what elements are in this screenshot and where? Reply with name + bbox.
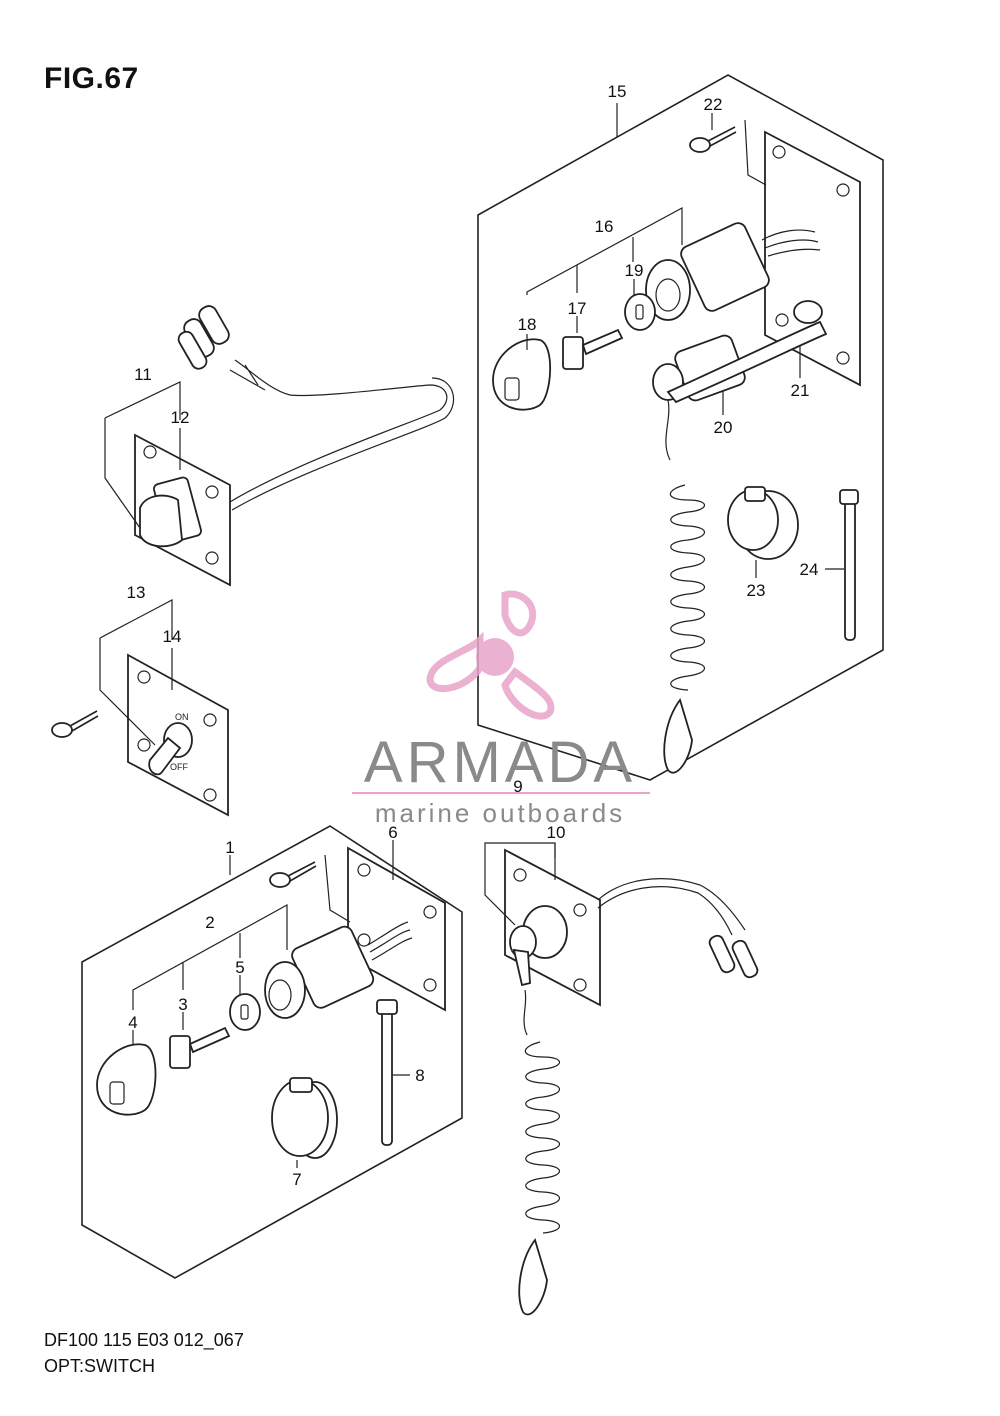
ignition-switch-icon (264, 921, 413, 1019)
callout-4: 4 (128, 1013, 137, 1032)
figure-title: FIG.67 (44, 62, 139, 95)
figure-caption: OPT:SWITCH (44, 1356, 155, 1376)
screw-icon (269, 861, 317, 888)
switch-cover-icon (96, 1043, 157, 1116)
callout-15: 15 (608, 82, 627, 101)
callout-1: 1 (225, 838, 234, 857)
callout-5: 5 (235, 958, 244, 977)
svg-text:ON: ON (175, 712, 189, 722)
callout-16: 16 (595, 217, 614, 236)
assembly-group-1 (81, 825, 463, 1279)
stop-switch-icon (652, 300, 828, 404)
callout-18: 18 (518, 315, 537, 334)
grommet-icon (727, 486, 799, 560)
callout-19: 19 (625, 261, 644, 280)
callout-20: 20 (714, 418, 733, 437)
callout-24: 24 (800, 560, 819, 579)
toggle-switch-icon: ON OFF (148, 712, 193, 776)
screw-icon (51, 710, 99, 738)
tie-strap-icon (839, 489, 859, 641)
nut-icon (229, 993, 261, 1031)
assembly-group-9 (484, 842, 759, 1316)
screw-icon (689, 126, 737, 153)
assembly-group-15 (477, 74, 884, 781)
callout-9: 9 (513, 777, 522, 796)
switch-cover-icon (492, 338, 552, 411)
key-icon (169, 1026, 231, 1069)
assembly-group-13: ON OFF (51, 599, 229, 817)
callout-2: 2 (205, 913, 214, 932)
watermark-tagline: marine outboards (375, 798, 625, 828)
callout-17: 17 (568, 299, 587, 318)
armada-logo (426, 590, 555, 720)
callout-7: 7 (292, 1170, 301, 1189)
callout-11: 11 (134, 365, 152, 384)
model-code: DF100 115 E03 012_067 (44, 1330, 244, 1350)
callout-10: 10 (547, 823, 566, 842)
callout-12: 12 (171, 408, 190, 427)
svg-text:OFF: OFF (170, 762, 188, 772)
callout-8: 8 (415, 1066, 424, 1085)
ignition-switch-icon (645, 222, 821, 321)
tie-strap-icon (376, 999, 398, 1146)
callout-6: 6 (388, 823, 397, 842)
assembly-group-11 (104, 305, 455, 587)
lanyard-coil-icon (663, 399, 706, 774)
nut-icon (624, 293, 656, 331)
callout-22: 22 (704, 95, 723, 114)
stop-switch-icon (509, 905, 568, 987)
grommet-icon (271, 1077, 338, 1159)
callout-21: 21 (791, 381, 810, 400)
callout-23: 23 (747, 581, 766, 600)
callout-13: 13 (127, 583, 146, 602)
callout-14: 14 (163, 627, 182, 646)
callout-3: 3 (178, 995, 187, 1014)
rocker-switch-icon (139, 476, 202, 548)
key-icon (562, 328, 624, 370)
lanyard-coil-icon (518, 989, 561, 1316)
watermark-brand: ARMADA (364, 730, 636, 795)
